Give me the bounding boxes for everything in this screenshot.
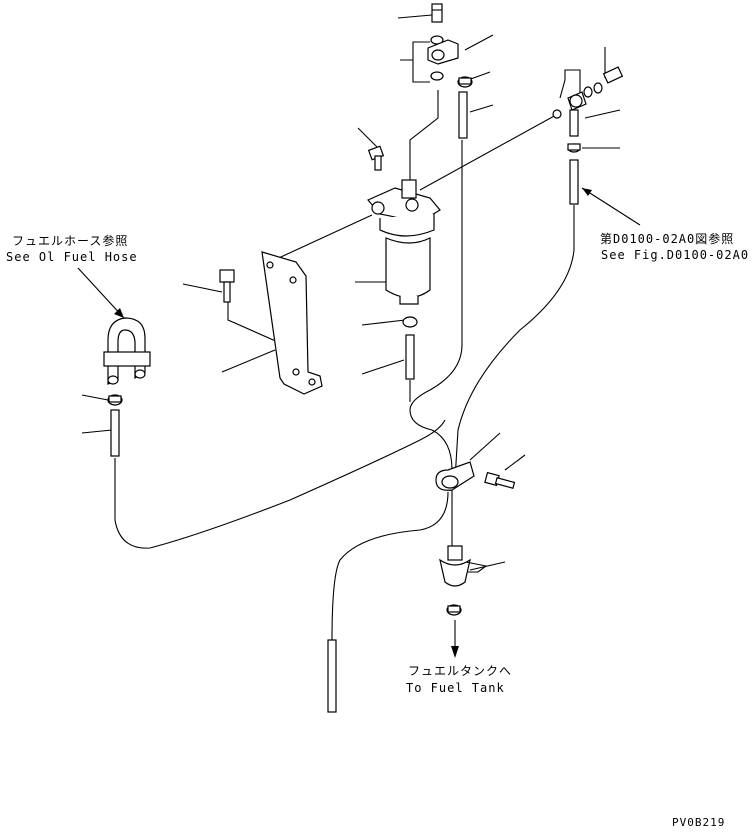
arrow-pointer-icon xyxy=(114,308,124,318)
top-pipe-section xyxy=(458,91,468,139)
arrow-pointer-icon xyxy=(582,188,592,196)
clamp-bolt xyxy=(484,471,516,489)
fuel-pipes xyxy=(114,140,575,658)
drawing-code: PV0B219 xyxy=(672,816,726,829)
filter-head-bolt xyxy=(367,145,385,171)
fuel-tank-label-en: To Fuel Tank xyxy=(406,681,505,695)
figure-ref-en: See Fig.D0100-02A0 xyxy=(601,248,750,262)
fuel-hose-ref-jp: フュエルホース参照 xyxy=(12,234,129,248)
right-banjo-fitting xyxy=(552,66,641,226)
left-u-clamp xyxy=(103,317,151,385)
mounting-bracket xyxy=(261,251,323,395)
fuel-hose-ref-en: See Ol Fuel Hose xyxy=(6,250,138,264)
left-hose-nut xyxy=(107,394,123,406)
tank-pipe-end xyxy=(327,639,337,713)
left-hose-pipe xyxy=(110,409,120,457)
pipe-clamp xyxy=(435,461,475,491)
fuel-filter xyxy=(367,179,441,380)
fuel-hose-arrow xyxy=(77,267,125,319)
lower-nut xyxy=(446,604,462,616)
figure-ref-jp: 第D0100-02A0図参照 xyxy=(600,232,735,246)
lower-connector xyxy=(439,545,488,587)
arrow-down-icon xyxy=(451,646,459,658)
fuel-tank-label-jp: フュエルタンクへ xyxy=(408,664,513,678)
leader-lines xyxy=(81,14,621,571)
top-banjo-bolt xyxy=(427,3,459,81)
top-nut xyxy=(457,76,473,88)
bracket-bolt xyxy=(219,269,235,303)
